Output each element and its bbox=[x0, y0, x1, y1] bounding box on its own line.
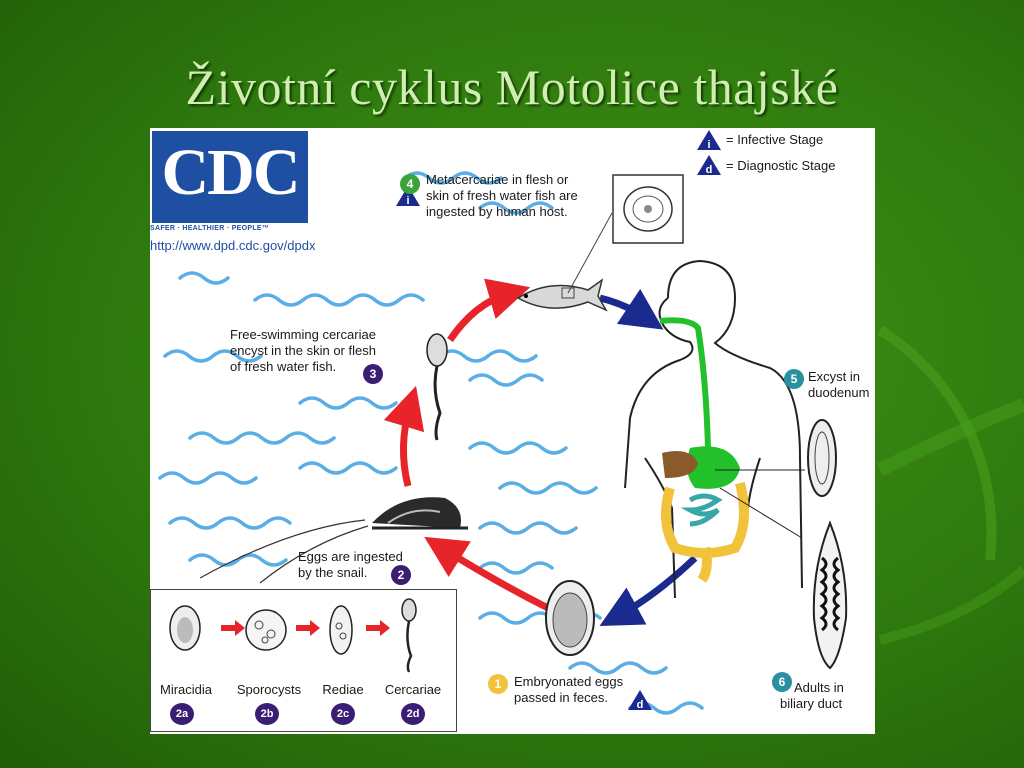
stage-2d-label: Cercariae bbox=[384, 682, 442, 697]
step-4-badge: 4 bbox=[400, 174, 420, 194]
large-intestine bbox=[661, 481, 749, 583]
step-1-label: Embryonated eggs passed in feces. bbox=[514, 674, 624, 705]
cdc-tagline: SAFER · HEALTHIER · PEOPLE™ bbox=[150, 225, 270, 232]
stage-2a-label: Miracidia bbox=[159, 682, 212, 697]
cercaria-illustration bbox=[426, 333, 448, 441]
diagnostic-icon-letter-step1: d bbox=[637, 699, 644, 711]
water-waves bbox=[158, 171, 704, 715]
adult-fluke-illustration bbox=[812, 520, 848, 670]
cdc-logo: CDC bbox=[152, 131, 308, 223]
stage-2b-badge: 2b bbox=[255, 703, 279, 725]
stage-2c-label: Rediae bbox=[322, 682, 364, 697]
miracidium-illustration bbox=[169, 605, 201, 651]
stage-2b-label: Sporocysts bbox=[236, 682, 302, 697]
diagnostic-stage-icon bbox=[697, 155, 721, 175]
diagram-artwork: i d i d bbox=[158, 130, 848, 715]
step-4-label: Metacercariae in flesh or skin of fresh … bbox=[426, 172, 578, 219]
human-body-illustration bbox=[624, 259, 803, 599]
slide-title: Životní cyklus Motolice thajské bbox=[185, 59, 839, 115]
excysted-larva-illustration bbox=[807, 419, 837, 497]
diagnostic-icon-letter: d bbox=[706, 164, 713, 176]
step-5-badge: 5 bbox=[784, 369, 804, 389]
infective-icon-letter: i bbox=[707, 139, 710, 151]
life-cycle-diagram: i d i d CDC SAFER · HEALTHIER · PEOPLE™ … bbox=[150, 128, 875, 734]
stage-2d-badge: 2d bbox=[401, 703, 425, 725]
stage-2c-badge: 2c bbox=[331, 703, 355, 725]
step-3-label: Free-swimming cercariae encyst in the sk… bbox=[230, 327, 376, 374]
step-5-label: Excyst in duodenum bbox=[808, 369, 870, 400]
small-intestine bbox=[680, 493, 723, 527]
step-2-badge: 2 bbox=[391, 565, 411, 585]
step-1-badge: 1 bbox=[488, 674, 508, 694]
liver bbox=[662, 450, 698, 478]
fish-illustration bbox=[516, 212, 613, 312]
legend-infective: = Infective Stage bbox=[726, 132, 824, 147]
snail-stages-artwork bbox=[169, 598, 417, 673]
sporocyst-illustration bbox=[245, 609, 287, 651]
diagnostic-stage-icon-step1 bbox=[628, 690, 652, 710]
snail-illustration bbox=[199, 497, 468, 584]
cercaria-stage-illustration bbox=[401, 598, 417, 673]
infective-stage-icon-step4 bbox=[396, 186, 420, 206]
step-6-label: Adults in biliary duct bbox=[780, 680, 844, 711]
step-6-badge: 6 bbox=[772, 672, 792, 692]
cycle-arrows bbox=[383, 278, 698, 626]
stage-arrows bbox=[221, 620, 390, 636]
step-2-label: Eggs are ingested by the snail. bbox=[298, 549, 403, 580]
step-3-badge: 3 bbox=[363, 364, 383, 384]
redia-illustration bbox=[329, 605, 353, 655]
cdc-url: http://www.dpd.cdc.gov/dpdx bbox=[150, 238, 316, 253]
cdc-logo-text: CDC bbox=[161, 136, 301, 209]
legend-diagnostic: = Diagnostic Stage bbox=[726, 158, 836, 173]
esophagus bbox=[659, 317, 711, 449]
egg-illustration bbox=[545, 580, 595, 656]
snail-stages-box: Miracidia Sporocysts Rediae Cercariae 2a… bbox=[150, 589, 457, 732]
infective-stage-icon bbox=[697, 130, 721, 150]
infective-icon-letter-step4: i bbox=[406, 195, 409, 207]
stage-2a-badge: 2a bbox=[170, 703, 194, 725]
stomach bbox=[686, 446, 740, 489]
